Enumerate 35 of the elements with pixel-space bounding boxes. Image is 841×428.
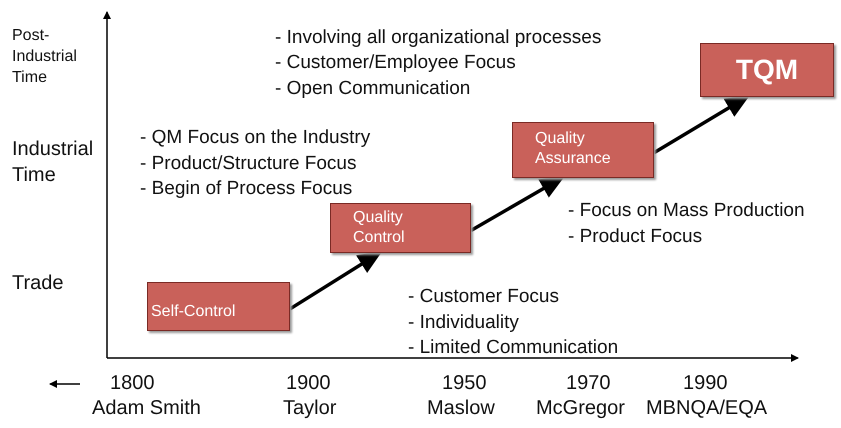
bullet-text: - Product Focus (568, 226, 702, 248)
axis-label: Post-Industrial Time (12, 26, 78, 88)
tick-label: 1800 (110, 372, 154, 394)
box-label: Self-Control (151, 302, 236, 322)
bullet-text: - QM Focus on the Industry (140, 127, 370, 149)
tick-label: 1990 (683, 372, 728, 394)
box-label: Quality Assurance (535, 129, 612, 169)
bullet-text: - Focus on Mass Production (568, 200, 805, 222)
axis-label: Trade (12, 272, 64, 294)
tick-label: 1950 (442, 372, 486, 394)
bullet-text: - Open Communication (275, 78, 470, 100)
tick-label: 1970 (566, 372, 610, 394)
tick-label: MBNQA/EQA (646, 397, 768, 419)
bullet-text: - Involving all organizational processes (275, 27, 602, 49)
arrow (653, 95, 750, 154)
bullet-text: - Customer/Employee Focus (275, 52, 516, 74)
tick-label: 1900 (286, 372, 330, 394)
bullet-text: - Individuality (408, 312, 519, 334)
process-box (700, 43, 834, 97)
tick-label: Adam Smith (92, 397, 201, 419)
bullet-text: - Product/Structure Focus (140, 153, 356, 175)
tick-label: Maslow (427, 397, 495, 419)
process-box (512, 122, 654, 178)
process-box (330, 203, 471, 253)
box-label: Quality Control (353, 208, 406, 248)
bullet-text: - Customer Focus (408, 286, 559, 308)
bullet-text: - Limited Communication (408, 337, 618, 359)
tick-label: McGregor (536, 397, 625, 419)
arrow (289, 251, 382, 310)
axis-label: Industrial Time (12, 137, 94, 188)
arrow (470, 176, 565, 232)
process-box (147, 282, 290, 331)
tick-label: Taylor (283, 397, 336, 419)
bullet-text: - Begin of Process Focus (140, 178, 352, 200)
box-label: TQM (734, 53, 800, 87)
